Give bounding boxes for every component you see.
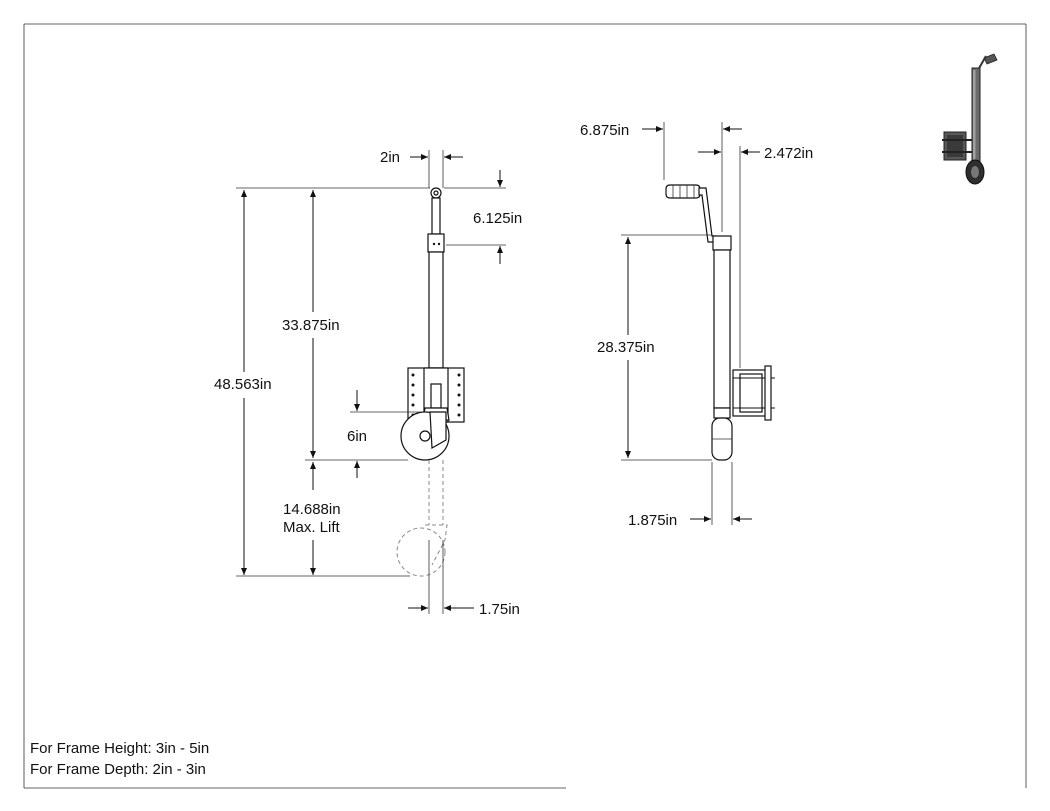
dim-wheel-offset: 6in [347, 428, 367, 445]
front-view-jack [396, 187, 465, 577]
frame-height-note: For Frame Height: 3in - 5in [30, 740, 210, 757]
dim-base-width: 1.75in [479, 601, 520, 618]
dim-side-tube-height: 28.375in [597, 339, 655, 356]
dim-lift: 14.688in [283, 501, 341, 518]
dim-top-width: 2in [380, 149, 400, 166]
frame-depth-note: For Frame Depth: 2in - 3in [30, 761, 206, 778]
side-view-jack [665, 184, 775, 461]
dim-lift-note: Max. Lift [283, 519, 341, 536]
sheet-border [23, 23, 1027, 789]
dim-tube-height: 33.875in [282, 317, 340, 334]
isometric-thumbnail [942, 53, 998, 185]
side-dimension-lines [621, 122, 760, 525]
dim-wheel-width: 1.875in [628, 512, 677, 529]
front-dimension-lines [236, 150, 506, 614]
dim-handle-reach: 6.875in [580, 122, 629, 139]
dim-offset: 2.472in [764, 145, 813, 162]
dim-overall-height: 48.563in [214, 376, 272, 393]
dim-handle-height: 6.125in [473, 210, 522, 227]
